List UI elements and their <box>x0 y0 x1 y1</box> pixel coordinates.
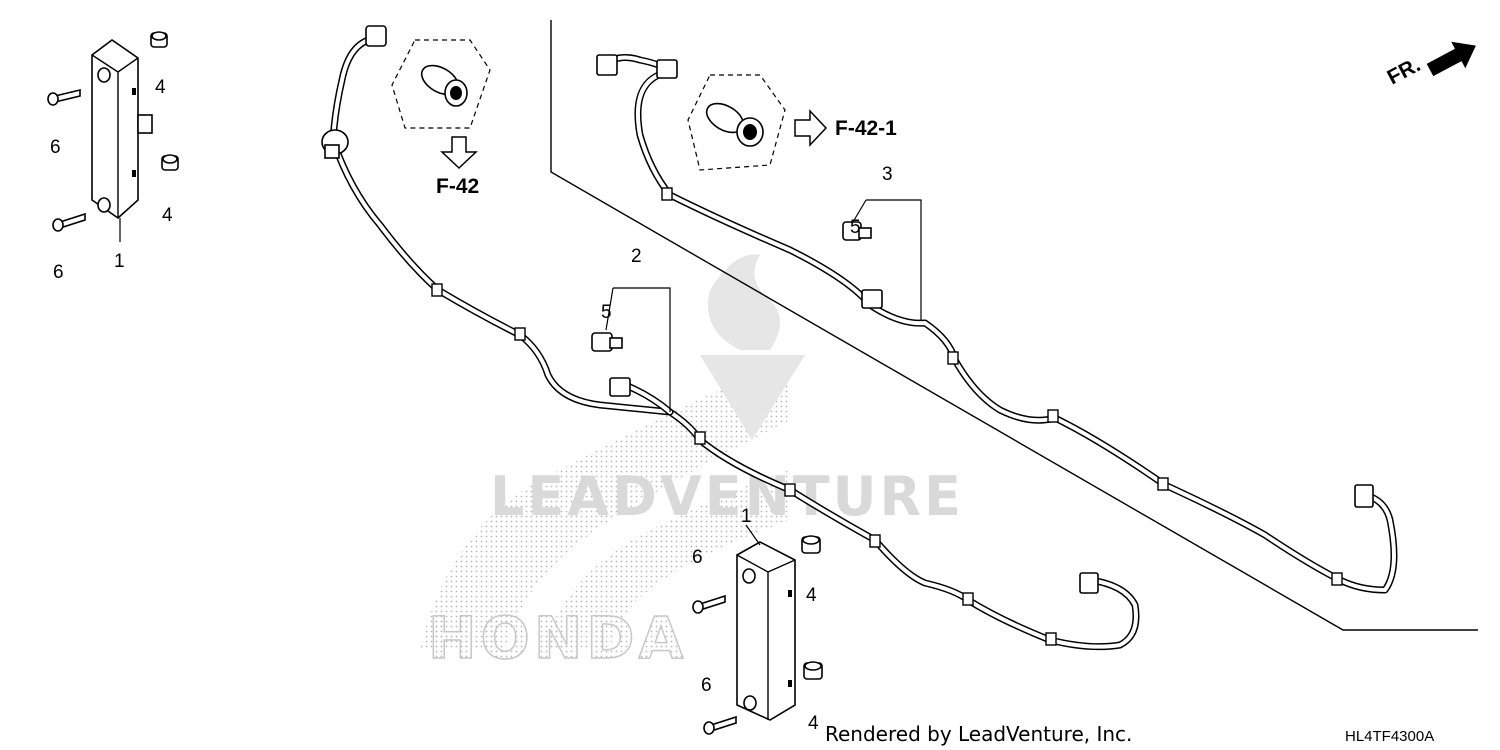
clip-5-left <box>591 332 623 352</box>
callout-4a: 4 <box>155 77 166 98</box>
reference-f42: F-42 <box>436 175 479 198</box>
direction-indicator: FR. <box>1384 41 1476 89</box>
lamp-bottom <box>736 541 796 721</box>
callout-5a: 5 <box>601 302 612 323</box>
watermark-brand: LEADVENTURE <box>490 465 964 528</box>
grommet-4c <box>801 535 821 554</box>
callout-4d: 4 <box>808 713 819 734</box>
callout-6a: 6 <box>50 137 61 158</box>
callout-5b: 5 <box>850 217 861 238</box>
hollow-arrow-icon <box>440 136 478 170</box>
clip-5-right <box>842 221 872 241</box>
hollow-arrow-icon <box>794 109 828 147</box>
watermark-logo: HONDA <box>428 604 687 672</box>
callout-2: 2 <box>631 246 642 267</box>
screw-6a <box>47 88 81 106</box>
render-credit: Rendered by LeadVenture, Inc. <box>825 722 1132 746</box>
leader-lines <box>119 199 922 546</box>
diagram-code: HL4TF4300A <box>1345 728 1434 745</box>
callout-4b: 4 <box>162 205 173 226</box>
grommet-4b <box>161 154 179 171</box>
direction-label: FR. <box>1384 53 1425 89</box>
callout-6c: 6 <box>692 547 703 568</box>
screw-6b <box>52 212 86 232</box>
callout-4c: 4 <box>806 585 817 606</box>
callout-6d: 6 <box>701 675 712 696</box>
callout-1-bottom: 1 <box>741 506 752 527</box>
wire-harness-2 <box>321 25 1140 651</box>
screw-6c <box>692 594 726 614</box>
grommet-4a <box>150 31 168 48</box>
lamp-left <box>91 39 153 220</box>
callout-1-left: 1 <box>114 251 125 272</box>
grommet-4d <box>803 661 823 680</box>
screw-6d <box>703 715 737 735</box>
wire-harness-3 <box>596 54 1398 594</box>
power-socket-right <box>705 102 764 147</box>
power-socket-left <box>420 64 468 107</box>
watermark: LEADVENTURE HONDA <box>420 254 964 673</box>
reference-f42-group: F-42 <box>391 39 491 198</box>
arrow-icon <box>1426 41 1476 77</box>
callout-3: 3 <box>882 164 893 185</box>
reference-f42-1-group: F-42-1 <box>687 74 897 171</box>
reference-f42-1: F-42-1 <box>835 117 897 140</box>
assembly-frame <box>550 20 1478 631</box>
callouts: 1 1 2 3 4 4 4 4 5 5 6 6 6 6 <box>50 77 893 734</box>
callout-6b: 6 <box>53 262 64 283</box>
